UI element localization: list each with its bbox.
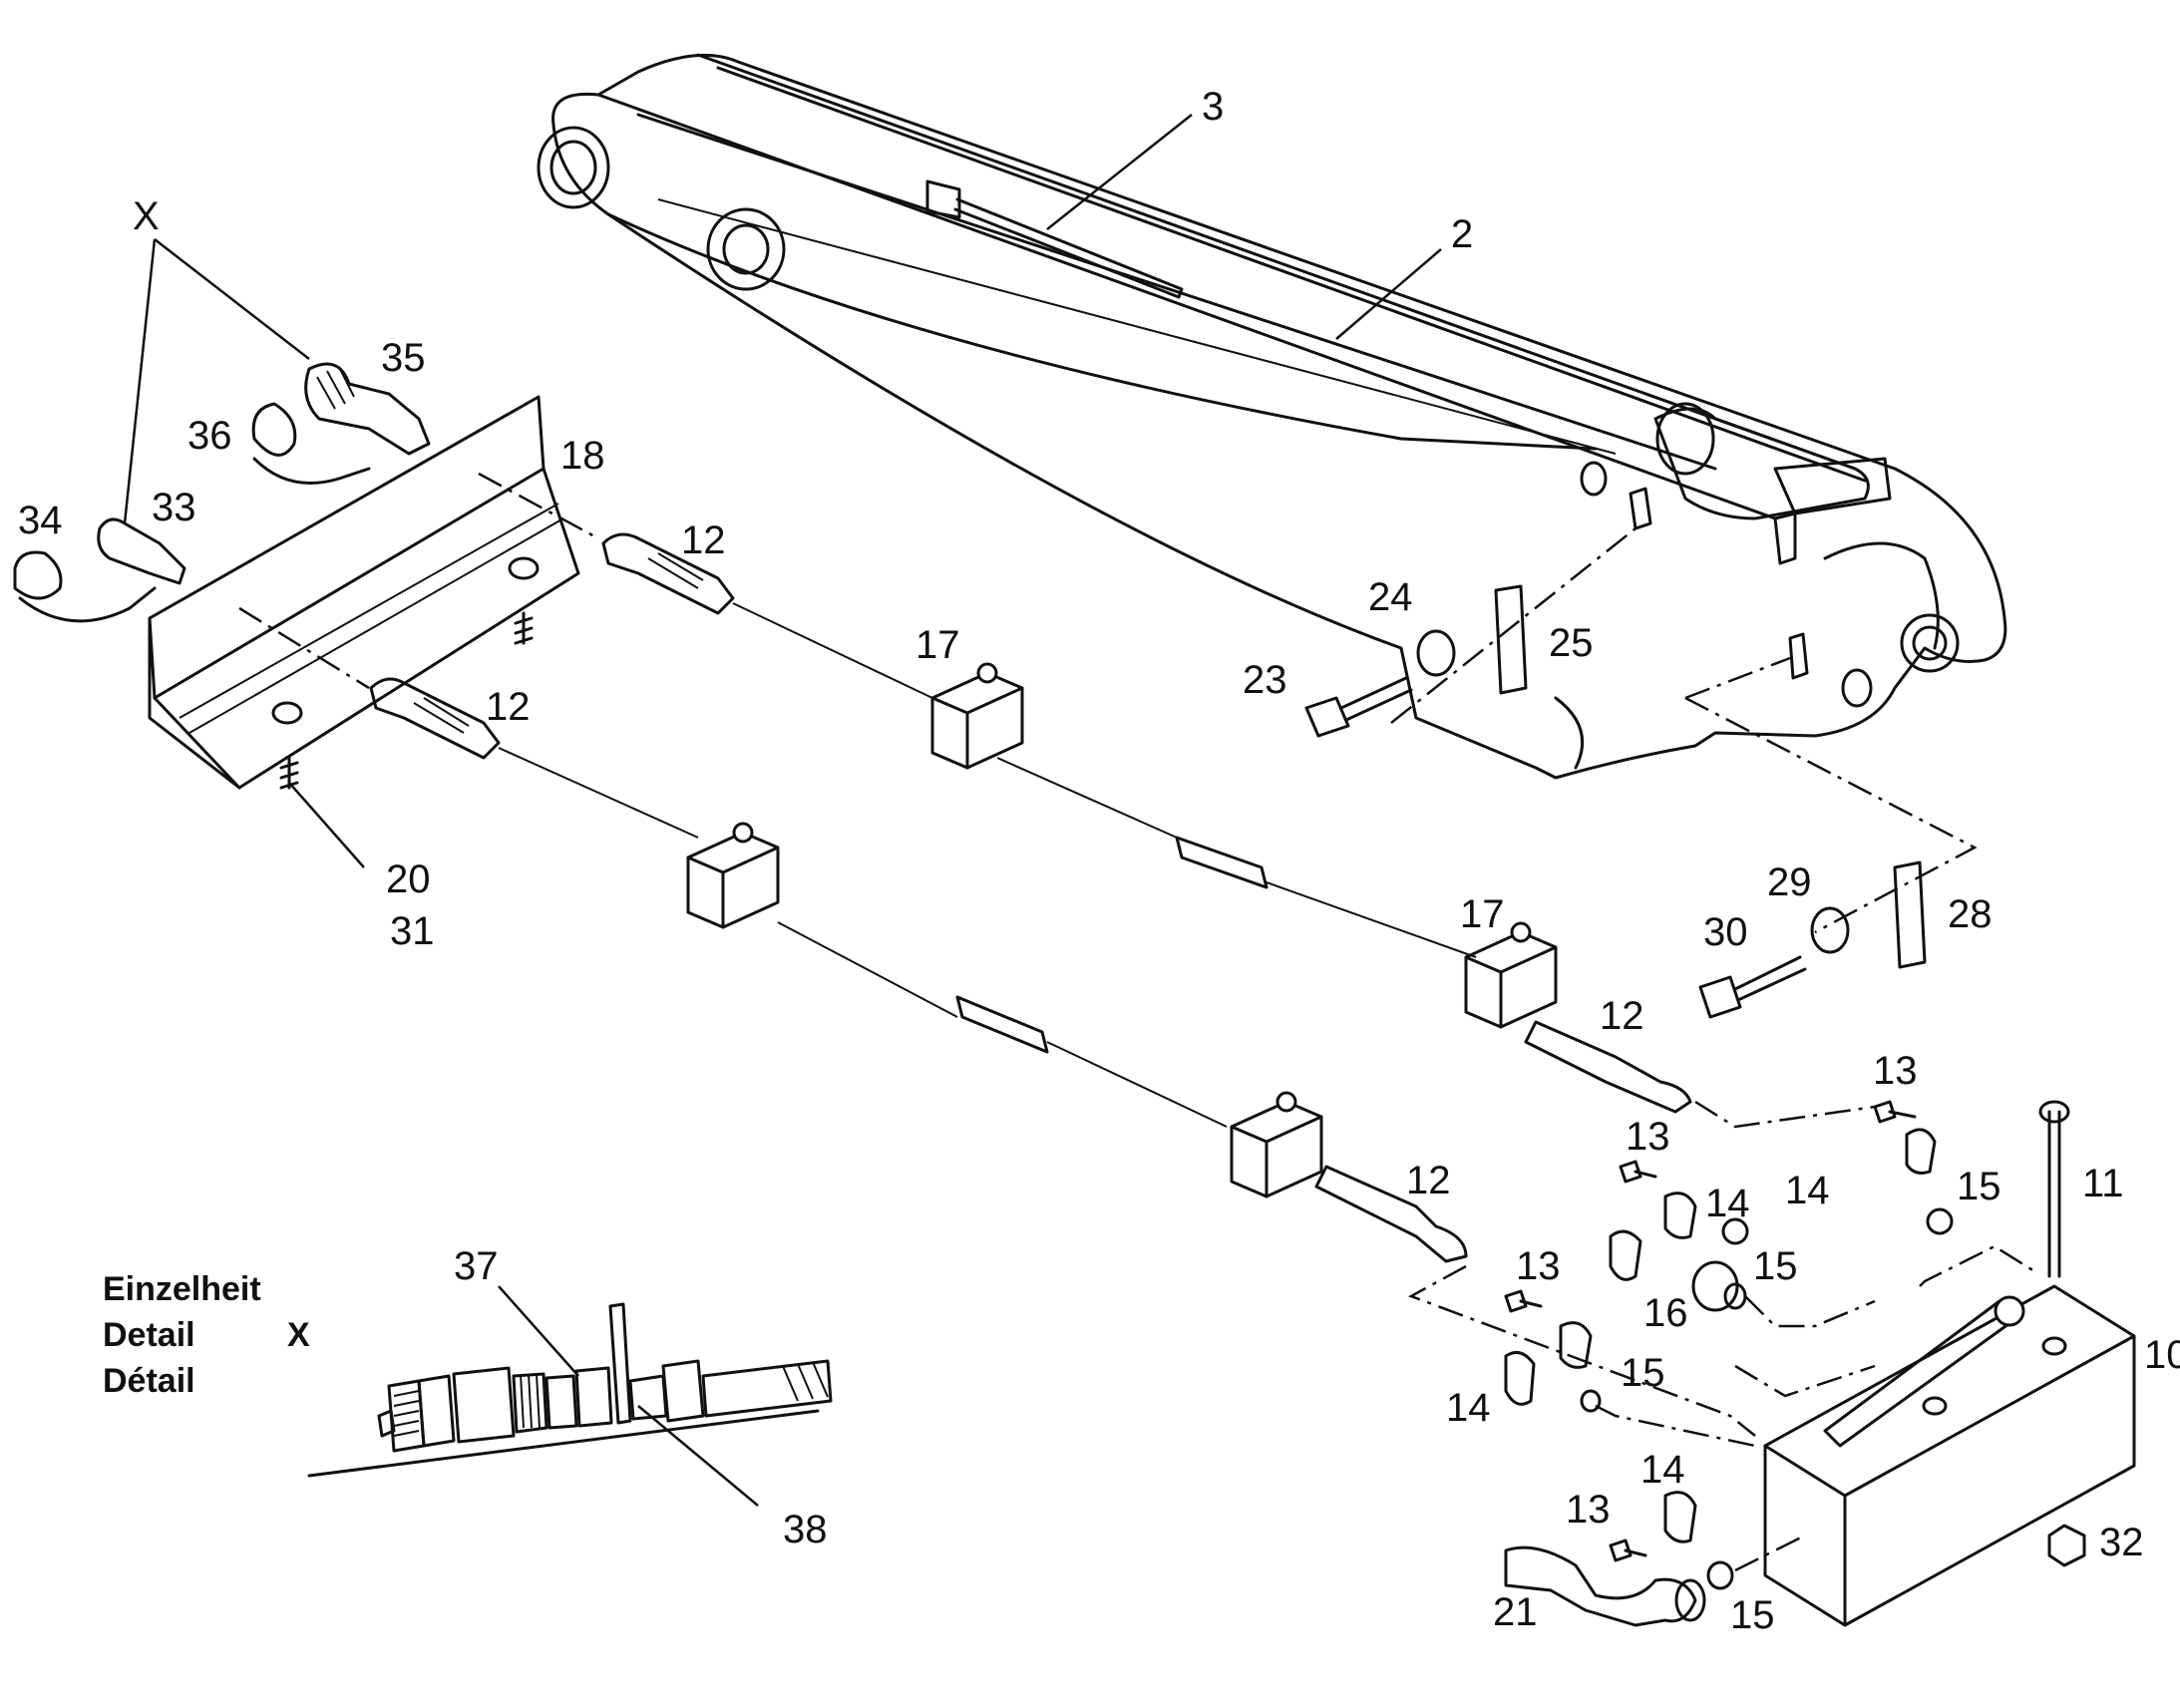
- callout-29: 29: [1767, 860, 1812, 904]
- callout-leaders: [123, 114, 1442, 1507]
- caption-en: Detail: [103, 1312, 261, 1358]
- quick-couplings: [13, 362, 431, 623]
- caption-de: Einzelheit: [103, 1270, 261, 1308]
- callout-38: 38: [783, 1508, 828, 1551]
- callout-12d: 12: [1406, 1159, 1451, 1202]
- callout-17b: 17: [1460, 892, 1505, 936]
- callout-31: 31: [390, 909, 435, 953]
- callout-35: 35: [381, 336, 426, 380]
- callout-14d: 14: [1640, 1448, 1685, 1492]
- callout-25: 25: [1549, 621, 1594, 665]
- callout-14a: 14: [1785, 1169, 1830, 1212]
- callout-15c: 15: [1621, 1351, 1665, 1395]
- callout-15d: 15: [1730, 1593, 1775, 1637]
- callout-32: 32: [2099, 1521, 2144, 1564]
- callout-13c: 13: [1516, 1244, 1561, 1288]
- callout-10: 10: [2144, 1333, 2180, 1377]
- callout-13b: 13: [1626, 1115, 1670, 1159]
- callout-24: 24: [1368, 575, 1413, 619]
- callout-21: 21: [1493, 1590, 1538, 1634]
- valve-block: [1763, 1100, 2136, 1627]
- callout-28: 28: [1948, 892, 1993, 936]
- callout-33: 33: [152, 486, 196, 529]
- callout-23: 23: [1243, 658, 1287, 702]
- callout-15a: 15: [1957, 1165, 2001, 1208]
- callout-34: 34: [18, 499, 63, 542]
- caption-fr: Détail: [103, 1362, 195, 1400]
- callout-12c: 12: [1600, 994, 1644, 1038]
- assembly-lines: [238, 472, 2035, 1572]
- callout-labels: 3 2 35 36 18 34 33 12 12 17 24 25 23 20 …: [18, 85, 2180, 1637]
- detail-caption-ref: X: [287, 1316, 310, 1354]
- detail-ref-x: X: [133, 194, 160, 238]
- callout-13d: 13: [1566, 1488, 1611, 1532]
- callout-3: 3: [1202, 85, 1224, 129]
- callout-18: 18: [560, 434, 605, 478]
- callout-30: 30: [1703, 910, 1748, 954]
- bracket-plate: [148, 395, 580, 790]
- callout-12b: 12: [486, 685, 531, 729]
- callout-12a: 12: [681, 518, 726, 562]
- callout-37: 37: [454, 1244, 499, 1288]
- callout-14c: 14: [1446, 1386, 1491, 1430]
- detail-caption: Einzelheit Detail Détail: [103, 1266, 261, 1404]
- detail-x-view: [307, 1302, 833, 1478]
- callout-2: 2: [1451, 212, 1473, 256]
- callout-16: 16: [1643, 1291, 1688, 1335]
- hose-clamps: [686, 662, 1558, 1198]
- boom-arm: [537, 53, 2007, 780]
- callout-15b: 15: [1753, 1244, 1798, 1288]
- callout-13a: 13: [1873, 1049, 1918, 1093]
- small-parts: [1304, 584, 1954, 1627]
- callout-17a: 17: [915, 623, 960, 667]
- callout-14b: 14: [1705, 1182, 1750, 1225]
- callout-11: 11: [2082, 1162, 2124, 1205]
- hoses: [369, 532, 1692, 1263]
- caption-en-text: Detail: [103, 1316, 195, 1354]
- callout-36: 36: [187, 414, 232, 458]
- callout-20: 20: [386, 857, 431, 901]
